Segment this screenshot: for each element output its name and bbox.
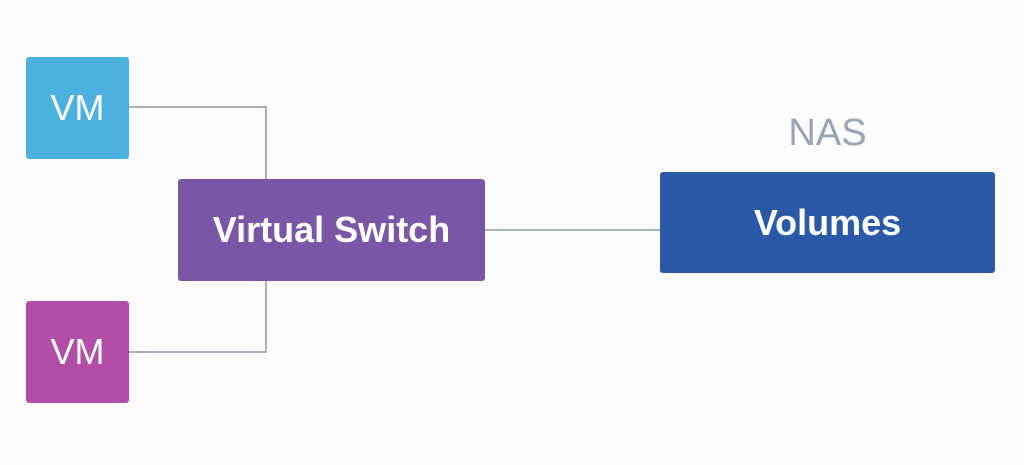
vm-bottom-node: VM [26,301,129,403]
vm-top-node: VM [26,57,129,159]
edge-vm-bottom-to-switch [129,281,267,353]
edge-vm-top-to-switch [129,106,267,179]
virtual-switch-node: Virtual Switch [178,179,485,281]
nas-group-label: NAS [788,112,867,154]
volumes-node: Volumes [660,172,995,273]
